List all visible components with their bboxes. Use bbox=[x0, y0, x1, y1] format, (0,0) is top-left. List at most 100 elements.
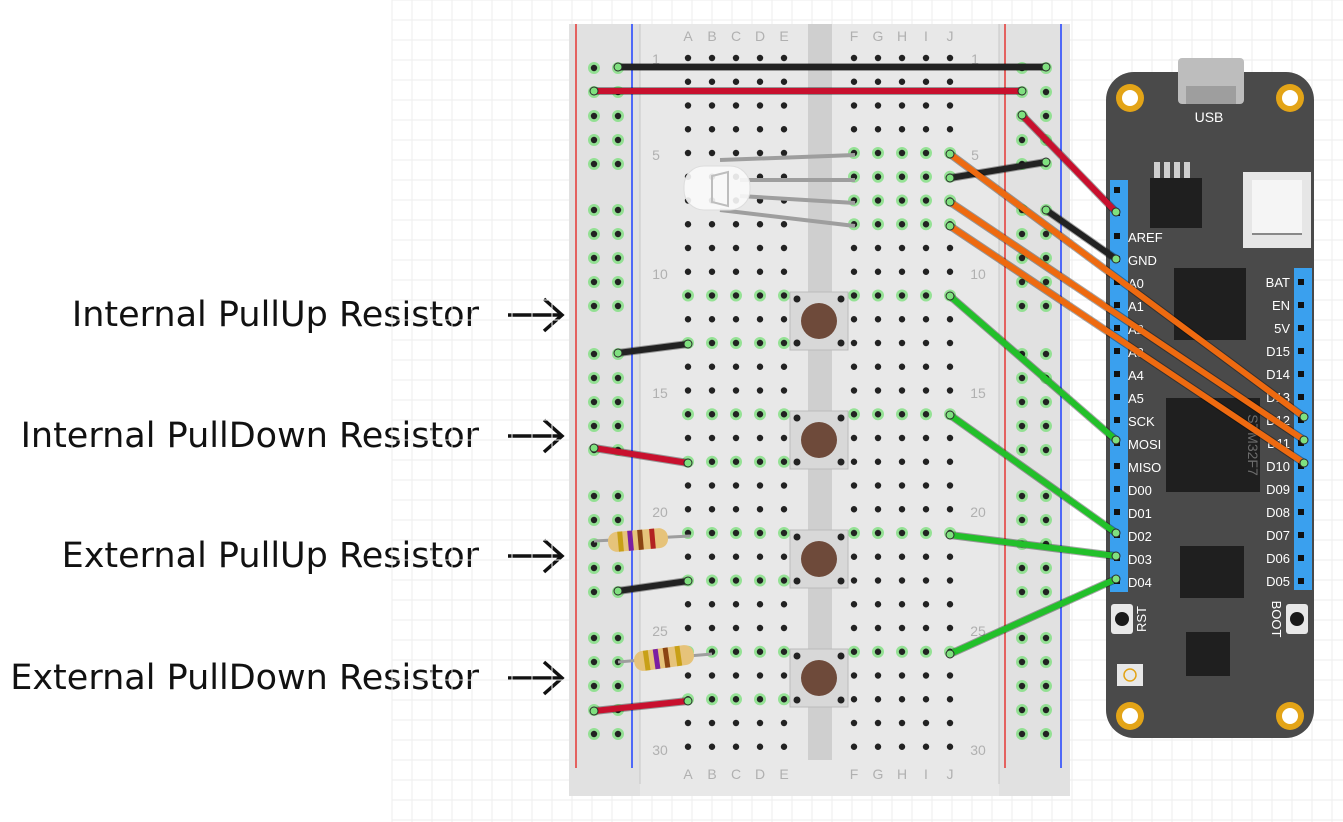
hole bbox=[898, 292, 906, 299]
hole bbox=[874, 221, 882, 228]
hole bbox=[684, 292, 692, 299]
wire-end bbox=[945, 221, 955, 231]
hole bbox=[946, 458, 954, 465]
hole bbox=[590, 230, 598, 238]
hole bbox=[1018, 564, 1026, 572]
col-label-b-bottom: B bbox=[707, 766, 716, 782]
hole bbox=[780, 387, 788, 394]
header-pin bbox=[1114, 371, 1120, 377]
hole bbox=[684, 601, 692, 608]
button-cap bbox=[801, 660, 837, 696]
hole bbox=[684, 743, 692, 750]
button-leg bbox=[837, 414, 845, 422]
hole bbox=[898, 387, 906, 394]
hole bbox=[708, 149, 716, 157]
wire-end bbox=[613, 348, 623, 358]
hole bbox=[590, 112, 598, 120]
hole bbox=[708, 268, 716, 275]
hole bbox=[590, 254, 598, 262]
hole bbox=[732, 529, 740, 537]
hole bbox=[684, 316, 692, 323]
hole bbox=[874, 648, 882, 655]
hole bbox=[1042, 254, 1050, 262]
hole bbox=[946, 78, 954, 85]
hole bbox=[898, 363, 906, 370]
hole bbox=[898, 577, 906, 584]
hole bbox=[922, 221, 930, 228]
hole bbox=[708, 601, 716, 608]
wire-end bbox=[1111, 574, 1121, 584]
hole bbox=[922, 434, 930, 442]
breadboard-center-channel bbox=[808, 24, 832, 760]
hole bbox=[922, 719, 930, 727]
hole bbox=[922, 601, 930, 608]
button-leg bbox=[793, 414, 801, 422]
hole bbox=[590, 64, 598, 72]
hole bbox=[922, 78, 930, 85]
button-cap bbox=[801, 303, 837, 339]
hole bbox=[590, 682, 598, 690]
hole bbox=[874, 316, 882, 323]
small-chip bbox=[1180, 546, 1244, 598]
wire-end bbox=[613, 62, 623, 72]
hole bbox=[684, 54, 692, 62]
hole bbox=[850, 577, 858, 584]
hole bbox=[590, 588, 598, 596]
wire-end bbox=[945, 197, 955, 207]
hole bbox=[780, 648, 788, 655]
hole bbox=[708, 672, 716, 679]
mount-hole-center bbox=[1122, 90, 1138, 106]
hole bbox=[708, 387, 716, 394]
wire-btn2-d02 bbox=[947, 412, 1119, 536]
label-internal-pullup: Internal PullUp Resistor bbox=[71, 295, 479, 335]
chip-pin bbox=[1174, 162, 1180, 178]
col-label-a-bottom: A bbox=[683, 766, 693, 782]
hole bbox=[1018, 682, 1026, 690]
hole bbox=[590, 634, 598, 642]
regulator-chip bbox=[1150, 178, 1202, 228]
push-button-1 bbox=[789, 291, 849, 351]
hole bbox=[590, 516, 598, 524]
hole bbox=[874, 553, 882, 560]
hole bbox=[1018, 658, 1026, 666]
hole bbox=[898, 268, 906, 275]
hole bbox=[684, 411, 692, 418]
hole bbox=[898, 244, 906, 252]
rgb-led bbox=[683, 153, 856, 228]
hole bbox=[732, 126, 740, 133]
label-internal-pulldown: Internal PullDown Resistor bbox=[20, 416, 479, 456]
pin-label-d07: D07 bbox=[1266, 528, 1290, 543]
hole bbox=[756, 316, 764, 323]
wire-end bbox=[1041, 157, 1051, 167]
hole bbox=[732, 221, 740, 228]
wire-end bbox=[683, 696, 693, 706]
hole bbox=[1042, 88, 1050, 96]
col-label-j-bottom: J bbox=[947, 766, 954, 782]
push-button-4 bbox=[789, 648, 849, 708]
wire-end bbox=[1017, 86, 1027, 96]
hole bbox=[1042, 516, 1050, 524]
arrow-right-icon bbox=[508, 418, 565, 454]
hole bbox=[922, 54, 930, 62]
hole bbox=[1042, 564, 1050, 572]
hole bbox=[874, 411, 882, 418]
pin-label-sck: SCK bbox=[1128, 414, 1155, 429]
resistor-external-pulldown bbox=[617, 645, 713, 671]
led-pad-ring bbox=[1123, 668, 1137, 682]
hole bbox=[874, 149, 882, 157]
hole bbox=[614, 634, 622, 642]
hole bbox=[874, 102, 882, 109]
hole bbox=[708, 363, 716, 370]
hole bbox=[874, 339, 882, 347]
col-label-i-bottom: I bbox=[924, 766, 928, 782]
row-num-1-right: 1 bbox=[971, 51, 979, 67]
hole bbox=[756, 672, 764, 679]
hole bbox=[780, 696, 788, 703]
hole bbox=[922, 387, 930, 394]
hole bbox=[732, 339, 740, 347]
hole bbox=[898, 434, 906, 442]
hole bbox=[922, 244, 930, 252]
resistor-band bbox=[674, 645, 683, 667]
hole bbox=[898, 173, 906, 180]
